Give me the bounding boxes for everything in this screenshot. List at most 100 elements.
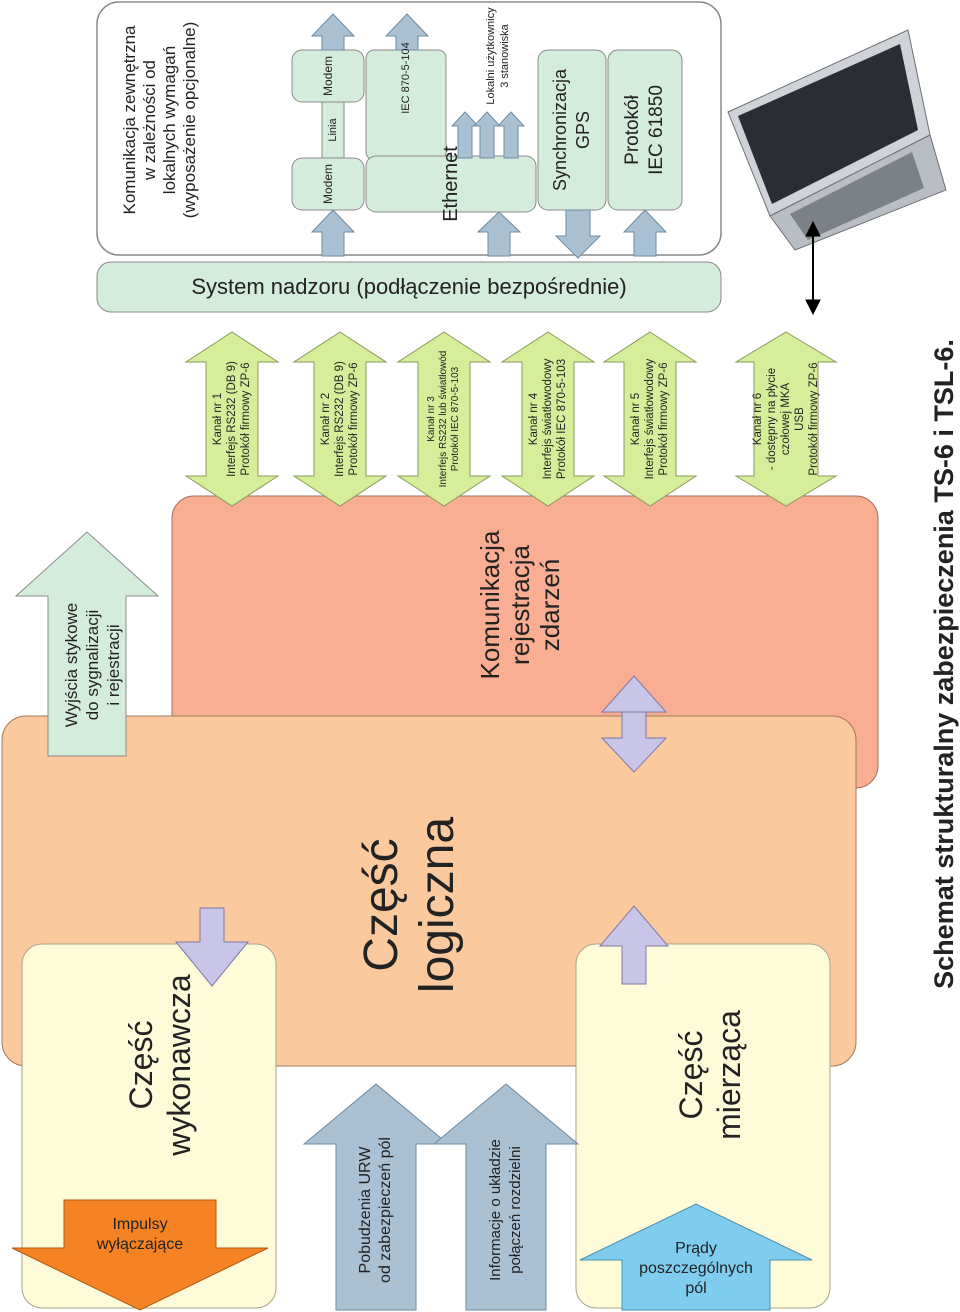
external-comm-title-line-1: Komunikacja zewnętrzna [120, 25, 139, 215]
mierzaca-label: Część mierząca [665, 995, 755, 1155]
ethernet-box [365, 155, 537, 213]
prady-label: Prądy poszczególnych pól [622, 1232, 770, 1306]
arrow-logiczna-to-wykonawcza [174, 907, 250, 987]
linia-strip [321, 101, 345, 159]
logiczna-line-2: logiczna [411, 816, 464, 994]
channel-4-line-3: Protokół IEC 870-5-103 [556, 358, 568, 480]
arrow-ethernet-in [476, 211, 522, 257]
channel-5-line-3: Protokół firmowy ZP-6 [658, 362, 670, 476]
channel-1-line-1: Kanał nr 1 [212, 392, 224, 446]
channel-arrow-2 [292, 331, 388, 507]
channel-2-line-1: Kanał nr 2 [320, 392, 332, 446]
komunikacja-label: Komunikacja rejestracja zdarzeń [455, 485, 585, 725]
linia-text: Linia [327, 118, 339, 142]
channel-5-line-2: Interfejs światłowodowy [644, 358, 656, 480]
channel-arrow-5 [602, 331, 698, 507]
pobudzenia-arrow [302, 1083, 450, 1311]
pobudzenia-label: Pobudzenia URW od zabezpieczeń pól [346, 1120, 406, 1300]
arrow-user-3 [496, 111, 526, 159]
caption-text: Schemat strukturalny zabezpieczenia TS-6… [928, 339, 959, 989]
wykonawcza-line-2: wykonawcza [161, 974, 197, 1156]
arrow-modem-top-up [310, 13, 356, 51]
channel-arrow-6 [734, 331, 838, 507]
system-nadzoru-label: System nadzoru (podłączenie bezpośrednie… [97, 262, 721, 312]
channel-3-line-2: Interfejs RS232 lub światłowód [438, 350, 449, 488]
iec61850-line-2: IEC 61850 [646, 85, 667, 175]
external-comm-title-line-2: w zależności od [140, 60, 159, 181]
gps-line-1: Synchronizacja [550, 68, 570, 192]
modem-bottom-label: Modem [308, 164, 348, 204]
wyjscia-arrow [14, 531, 160, 757]
channel-2-line-2: Interfejs RS232 (DB 9) [334, 361, 346, 477]
arrow-iec61850-in [622, 209, 668, 257]
wykonawcza-label: Część wykonawcza [115, 965, 205, 1165]
channel-6-line-5: Protokół firmowy ZP-6 [808, 362, 820, 476]
laptop-icon [727, 29, 947, 251]
informacje-label: Informacje o układzie połączeń rozdzieln… [476, 1120, 536, 1300]
prady-line-2: poszczególnych [639, 1260, 753, 1277]
iec61850-label: Protokół IEC 61850 [595, 66, 695, 194]
arrow-modem-bottom-in [310, 209, 356, 257]
ethernet-label: Ethernet [411, 146, 491, 222]
arrow-mierzaca-to-logiczna [598, 905, 670, 985]
channel-6-line-1: Kanał nr 6 [752, 392, 764, 446]
linia-label: Linia [313, 110, 353, 150]
channel-6-line-4: USB [794, 407, 806, 431]
channel-arrow-4 [500, 331, 596, 507]
impulsy-arrow [11, 1199, 269, 1311]
wyjscia-line-3: i rejestracji [103, 624, 123, 706]
local-users-line-2: 3 stanowiska [499, 24, 511, 88]
impulsy-line-1: Impulsy [112, 1216, 168, 1233]
prady-line-1: Prądy [675, 1240, 717, 1257]
wyjscia-label: Wyjścia stykowe do sygnalizacji i rejest… [57, 590, 127, 740]
external-comm-title: Komunikacja zewnętrzna w zależności od l… [100, 0, 220, 240]
channel-arrow-1 [184, 331, 280, 507]
impulsy-line-2: wyłączające [96, 1236, 184, 1253]
ext-arrows [310, 13, 668, 259]
gps-line-2: GPS [573, 111, 593, 150]
wyjscia-line-1: Wyjścia stykowe [61, 602, 81, 728]
channel-4-line-2: Interfejs światłowodowy [542, 358, 554, 480]
local-users-line-1: Lokalni użytkownicy [485, 7, 497, 105]
channel-6-line-3: czołowej MKA [780, 382, 792, 456]
mierzaca-line-1: Część [673, 1030, 709, 1120]
informacje-arrow [432, 1083, 580, 1311]
arrow-user-2 [472, 111, 502, 159]
logiczna-label: Część logiczna [325, 795, 495, 1015]
system-nadzoru-text: System nadzoru (podłączenie bezpośrednie… [191, 274, 627, 299]
wyjscia-line-2: do sygnalizacji [82, 609, 102, 721]
pobudzenia-line-2: od zabezpieczeń pól [377, 1137, 394, 1283]
modem-bottom-text: Modem [321, 163, 335, 204]
arrow-iec104-up [384, 13, 430, 51]
iec61850-line-1: Protokół [622, 95, 643, 165]
external-comm-title-line-4: (wyposażenie opcjonalne) [180, 21, 199, 219]
prady-arrow [579, 1203, 813, 1311]
channel-arrow-3 [396, 331, 492, 507]
wykonawcza-line-1: Część [123, 1020, 159, 1110]
channel-3-line-3: Protokół IEC 870-5-103 [450, 366, 461, 472]
komunikacja-line-3: zdarzeń [535, 558, 565, 652]
prady-line-3: pól [685, 1280, 707, 1297]
local-users-label: Lokalni użytkownicy 3 stanowiska [468, 0, 528, 116]
channel-6-line-2: - dostępny na płycie [766, 367, 778, 471]
arrow-gps-down [554, 209, 602, 259]
caption: Schemat strukturalny zabezpieczenia TS-6… [924, 324, 960, 1004]
logiczna-line-1: Część [355, 838, 408, 972]
channel-5-line-1: Kanał nr 5 [630, 392, 642, 446]
channel-1-line-3: Protokół firmowy ZP-6 [240, 362, 252, 476]
laptop-link-arrow [805, 220, 821, 316]
impulsy-label: Impulsy wyłączające [64, 1210, 216, 1260]
channel-4-line-1: Kanał nr 4 [528, 392, 540, 446]
channel-3-line-1: Kanał nr 3 [426, 396, 437, 442]
informacje-line-1: Informacje o układzie [487, 1139, 504, 1281]
modem-top-text: Modem [321, 55, 335, 96]
arrow-user-1 [450, 111, 480, 159]
channel-2-line-3: Protokół firmowy ZP-6 [348, 362, 360, 476]
